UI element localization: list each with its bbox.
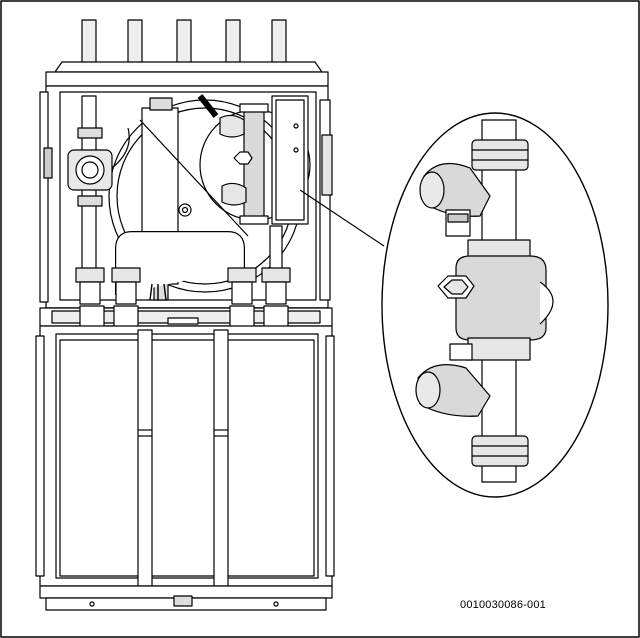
document-code: 0010030086-001	[460, 599, 546, 611]
bottom-couplings	[75, 267, 291, 305]
detail-magnifier	[381, 112, 609, 498]
valve-group-small	[197, 94, 311, 225]
top-pipes	[81, 19, 287, 71]
cabinet-base	[39, 585, 333, 611]
diagonal-strut	[139, 119, 249, 237]
middle-band	[39, 305, 333, 329]
detail-leader-line	[299, 189, 385, 247]
lower-tank-cabinet	[35, 325, 335, 587]
top-lid	[45, 61, 329, 87]
electrical-box	[271, 95, 309, 225]
circulation-pump	[67, 127, 130, 207]
